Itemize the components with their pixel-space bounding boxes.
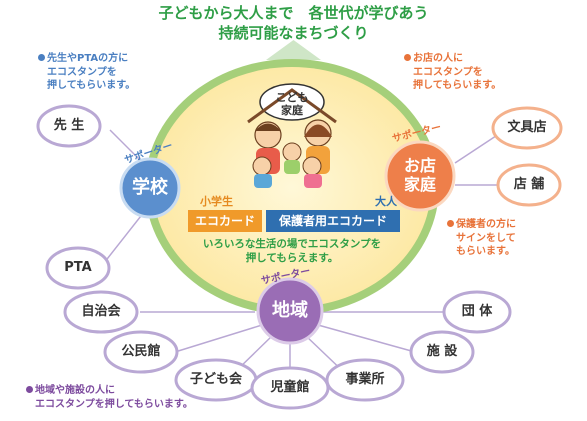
node-childrens-hall: 児童館 (270, 380, 310, 395)
shop-note-top: お店の人に エコスタンプを 押してもらいます。 (404, 52, 501, 93)
node-teacher: 先 生 (53, 118, 85, 133)
node-stationery-shop: 文具店 (507, 120, 547, 135)
school-hub-circle (119, 157, 181, 219)
family-illustration (247, 83, 337, 188)
node-neighborhood-assoc: 自治会 (81, 304, 121, 319)
node-facility: 施 設 (426, 344, 458, 359)
child-label: 小学生 (200, 195, 233, 208)
title-line-2: 持続可能なまちづくり (218, 24, 369, 42)
home-label: こども 家庭 (275, 91, 309, 118)
adult-eco-card: 保護者用エコカード (266, 210, 400, 232)
community-note: 地域や施設の人に エコスタンプを押してもらいます。 (26, 384, 193, 411)
bullet-icon (447, 220, 454, 227)
node-pta: PTA (64, 260, 92, 275)
bullet-icon (26, 386, 33, 393)
node-business: 事業所 (345, 372, 385, 387)
school-hub: 学校 (132, 177, 168, 198)
inner-area (153, 67, 431, 307)
school-note: 先生やPTAの方に エコスタンプを 押してもらいます。 (38, 52, 135, 93)
shop-hub-circle (384, 140, 456, 212)
node-kids-club: 子ども会 (189, 372, 242, 387)
bullet-icon (404, 54, 411, 61)
node-organization: 団 体 (461, 304, 493, 319)
adult-label: 大人 (375, 195, 397, 208)
shop-note-bottom: 保護者の方に サインをして もらいます。 (447, 218, 516, 259)
community-hub: 地域 (272, 300, 308, 321)
bullet-icon (38, 54, 45, 61)
center-caption: いろいろな生活の場でエコスタンプを 押してもらえます。 (202, 238, 382, 265)
shop-hub: お店 家庭 (403, 156, 436, 195)
child-eco-card: エコカード (188, 210, 262, 232)
community-hub-circle (256, 277, 324, 345)
node-community-center: 公民館 (121, 344, 161, 359)
title-line-1: 子どもから大人まで 各世代が学びあう (158, 4, 429, 22)
connector-lines (99, 129, 510, 379)
node-store: 店 舗 (513, 177, 545, 192)
